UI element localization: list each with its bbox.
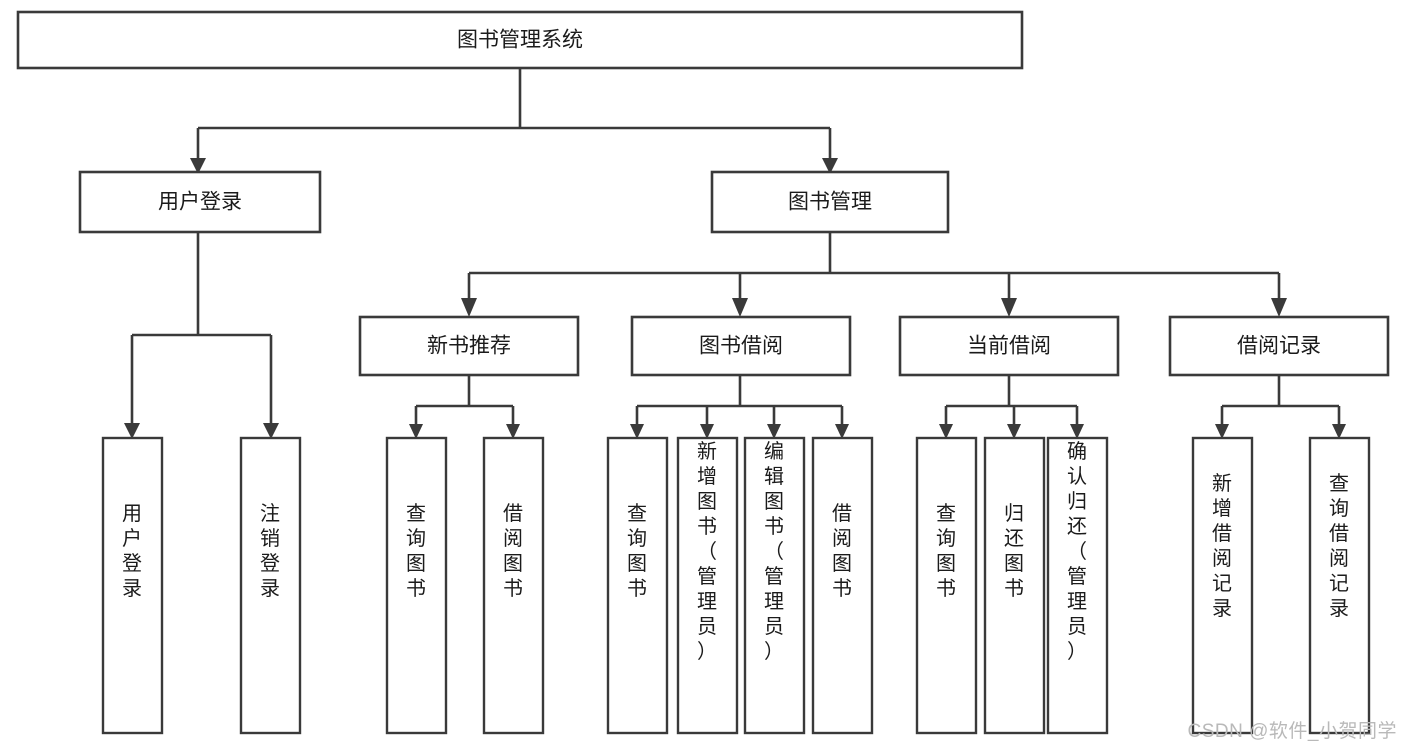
node-current-borrow[interactable]: 当前借阅 (898, 315, 1120, 377)
leaf-query-book-3-box[interactable] (915, 436, 978, 735)
leaf-query-record-box[interactable] (1308, 436, 1371, 735)
leaf-add-book-label: 新增图书（管理员） (697, 440, 717, 663)
leaf-borrow-book-2[interactable]: 借阅图书 (811, 436, 874, 735)
arrowhead-book-borrow (732, 298, 748, 317)
arrowhead-leaf-edit-book (767, 424, 781, 439)
csdn-watermark: CSDN @软件_小贺同学 (1187, 721, 1397, 742)
leaf-query-book-2-box[interactable] (606, 436, 669, 735)
arrowhead-borrow-record (1271, 298, 1287, 317)
node-book-borrow-box[interactable] (630, 315, 852, 377)
leaf-add-record-label: 新增借阅记录 (1212, 472, 1232, 620)
leaf-confirm-return[interactable]: 确认归还（管理员） (1046, 436, 1109, 735)
leaf-user-login-box[interactable] (101, 436, 164, 735)
leaf-confirm-return-label: 确认归还（管理员） (1067, 440, 1087, 663)
arrowhead-leaf-return-book (1007, 424, 1021, 439)
arrowhead-new-book-recommend (461, 298, 477, 317)
arrowhead-leaf-user-logout (263, 423, 279, 439)
arrowhead-leaf-add-book (700, 424, 714, 439)
leaf-edit-book-label: 编辑图书（管理员） (764, 440, 784, 663)
node-borrow-record-box[interactable] (1168, 315, 1390, 377)
leaf-add-book[interactable]: 新增图书（管理员） (676, 436, 739, 735)
node-new-book-recommend-box[interactable] (358, 315, 580, 377)
node-borrow-record-label: 借阅记录 (1237, 335, 1321, 358)
arrowhead-leaf-borrow-book-2 (835, 424, 849, 439)
leaf-user-logout[interactable]: 注销登录 (239, 436, 302, 735)
leaf-query-record-label: 查询借阅记录 (1329, 472, 1349, 620)
leaf-edit-book[interactable]: 编辑图书（管理员） (743, 436, 806, 735)
leaf-borrow-book-1-box[interactable] (482, 436, 545, 735)
node-book-management-label: 图书管理 (788, 191, 872, 214)
node-new-book-recommend-label: 新书推荐 (427, 335, 511, 358)
arrowhead-leaf-borrow-book-1 (506, 424, 520, 439)
arrowhead-leaf-confirm-return (1070, 424, 1084, 439)
leaf-user-logout-label: 注销登录 (260, 502, 280, 600)
leaf-query-book-2[interactable]: 查询图书 (606, 436, 669, 735)
leaf-query-book-1[interactable]: 查询图书 (385, 436, 448, 735)
leaf-query-book-3-label: 查询图书 (936, 502, 956, 600)
node-current-borrow-box[interactable] (898, 315, 1120, 377)
leaf-return-book-label: 归还图书 (1004, 502, 1024, 600)
leaf-borrow-book-2-box[interactable] (811, 436, 874, 735)
arrowhead-user-login (190, 158, 206, 174)
leaf-borrow-book-2-label: 借阅图书 (832, 502, 852, 600)
node-borrow-record[interactable]: 借阅记录 (1168, 315, 1390, 377)
node-book-management[interactable]: 图书管理 (710, 170, 950, 234)
node-user-login[interactable]: 用户登录 (78, 170, 322, 234)
leaf-query-book-2-label: 查询图书 (627, 502, 647, 600)
node-current-borrow-label: 当前借阅 (967, 335, 1051, 358)
node-book-management-box[interactable] (710, 170, 950, 234)
node-root-label: 图书管理系统 (457, 29, 583, 52)
arrowhead-leaf-query-book-1 (409, 424, 423, 439)
leaf-return-book-box[interactable] (983, 436, 1046, 735)
node-user-login-box[interactable] (78, 170, 322, 234)
leaf-add-record-box[interactable] (1191, 436, 1254, 735)
leaf-confirm-return-box[interactable] (1046, 436, 1109, 735)
leaf-query-book-1-label: 查询图书 (406, 502, 426, 600)
leaf-query-record[interactable]: 查询借阅记录 (1308, 436, 1371, 735)
node-book-borrow-label: 图书借阅 (699, 335, 783, 358)
leaf-query-book-1-box[interactable] (385, 436, 448, 735)
leaf-return-book[interactable]: 归还图书 (983, 436, 1046, 735)
node-user-login-label: 用户登录 (158, 191, 242, 214)
arrowhead-leaf-user-login (124, 423, 140, 439)
node-root[interactable]: 图书管理系统 (16, 10, 1024, 70)
leaf-add-record[interactable]: 新增借阅记录 (1191, 436, 1254, 735)
edge-layer (124, 68, 1346, 439)
arrowhead-leaf-query-book-3 (939, 424, 953, 439)
arrowhead-leaf-add-record (1215, 424, 1229, 439)
leaf-user-login[interactable]: 用户登录 (101, 436, 164, 735)
leaf-edit-book-box[interactable] (743, 436, 806, 735)
node-book-borrow[interactable]: 图书借阅 (630, 315, 852, 377)
leaf-user-login-label: 用户登录 (122, 503, 142, 600)
arrowhead-leaf-query-record (1332, 424, 1346, 439)
arrowhead-leaf-query-book-2 (630, 424, 644, 439)
leaf-user-logout-box[interactable] (239, 436, 302, 735)
leaf-borrow-book-1[interactable]: 借阅图书 (482, 436, 545, 735)
arrowhead-book-management (822, 158, 838, 174)
leaf-query-book-3[interactable]: 查询图书 (915, 436, 978, 735)
node-root-box[interactable] (16, 10, 1024, 70)
node-new-book-recommend[interactable]: 新书推荐 (358, 315, 580, 377)
leaf-borrow-book-1-label: 借阅图书 (503, 502, 523, 600)
arrowhead-current-borrow (1001, 298, 1017, 317)
leaf-add-book-box[interactable] (676, 436, 739, 735)
